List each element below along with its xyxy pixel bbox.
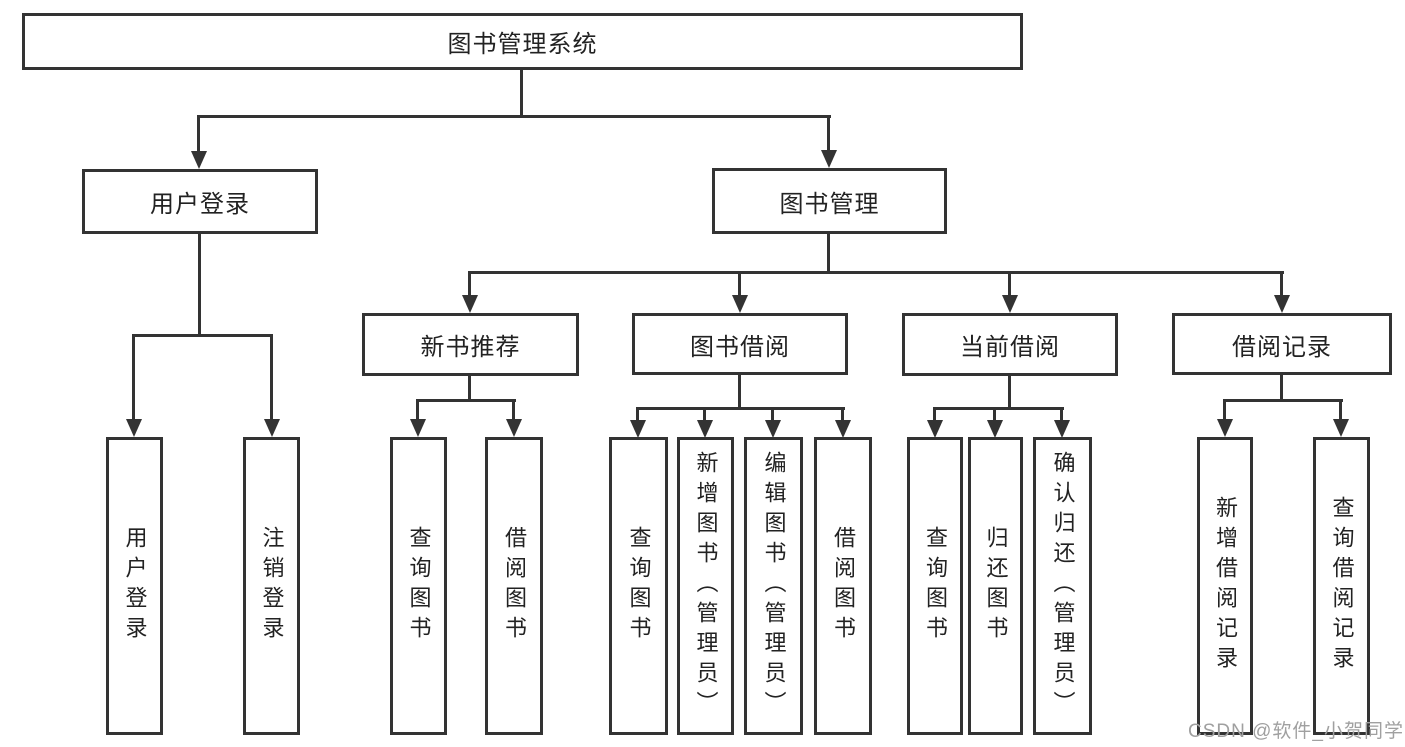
edge-line — [1280, 375, 1283, 402]
edge-line — [270, 334, 273, 421]
leaf-query-borrow-record: 查询借阅记录 — [1313, 437, 1370, 735]
node-label: 用户登录 — [150, 191, 250, 218]
edge-line — [198, 115, 831, 118]
edge-arrowhead — [697, 420, 713, 438]
edge-arrowhead — [126, 419, 142, 437]
edge-line — [1223, 399, 1226, 421]
edge-arrowhead — [1333, 419, 1349, 437]
edge-arrowhead — [927, 420, 943, 438]
leaf-label: 查询借阅记录 — [1329, 496, 1355, 676]
edge-arrowhead — [410, 419, 426, 437]
node-borrow-record: 借阅记录 — [1172, 313, 1392, 375]
edge-line — [468, 271, 1284, 274]
edge-line — [468, 376, 471, 402]
edge-arrowhead — [987, 420, 1003, 438]
leaf-label: 归还图书 — [983, 526, 1009, 646]
leaf-recommend-borrow-book: 借阅图书 — [485, 437, 543, 735]
csdn-watermark: CSDN @软件_小贺同学 — [1188, 721, 1404, 742]
edge-arrowhead — [191, 151, 207, 169]
edge-line — [827, 234, 830, 274]
node-label: 新书推荐 — [420, 334, 521, 361]
leaf-current-query-book: 查询图书 — [907, 437, 963, 735]
edge-line — [416, 399, 419, 421]
edge-arrowhead — [630, 420, 646, 438]
edge-line — [993, 407, 996, 421]
edge-line — [512, 399, 515, 421]
leaf-label: 新增图书（管理员） — [693, 451, 719, 721]
edge-arrowhead — [1217, 419, 1233, 437]
edge-line — [933, 407, 1064, 410]
leaf-add-borrow-record: 新增借阅记录 — [1197, 437, 1253, 735]
edge-line — [771, 407, 774, 421]
leaf-return-book: 归还图书 — [968, 437, 1023, 735]
leaf-label: 查询图书 — [406, 526, 432, 646]
leaf-recommend-query-book: 查询图书 — [390, 437, 447, 735]
node-book-management: 图书管理 — [712, 168, 947, 234]
node-label: 图书借阅 — [690, 333, 790, 361]
leaf-logout: 注销登录 — [243, 437, 300, 735]
edge-arrowhead — [506, 419, 522, 437]
edge-line — [132, 334, 135, 421]
node-current-borrow: 当前借阅 — [902, 313, 1118, 376]
leaf-borrow-query-book: 查询图书 — [609, 437, 668, 735]
leaf-edit-book-admin: 编辑图书（管理员） — [744, 437, 803, 735]
edge-line — [416, 399, 516, 402]
leaf-label: 编辑图书（管理员） — [761, 451, 787, 721]
edge-line — [1060, 407, 1063, 421]
edge-line — [827, 115, 830, 153]
edge-line — [1223, 399, 1343, 402]
node-root-system: 图书管理系统 — [22, 13, 1023, 70]
node-label: 图书管理 — [779, 190, 880, 218]
edge-line — [1008, 376, 1011, 410]
edge-arrowhead — [821, 150, 837, 168]
edge-line — [1280, 271, 1283, 297]
leaf-confirm-return-admin: 确认归还（管理员） — [1033, 437, 1092, 735]
edge-line — [197, 115, 200, 154]
edge-arrowhead — [765, 420, 781, 438]
leaf-label: 查询图书 — [626, 526, 652, 646]
edge-line — [841, 407, 844, 421]
edge-arrowhead — [264, 419, 280, 437]
edge-arrowhead — [1002, 295, 1018, 313]
edge-line — [468, 271, 471, 297]
leaf-borrow-book: 借阅图书 — [814, 437, 872, 735]
edge-arrowhead — [1054, 420, 1070, 438]
node-new-book-recommend: 新书推荐 — [362, 313, 579, 376]
edge-line — [703, 407, 706, 421]
node-label: 借阅记录 — [1232, 333, 1332, 361]
node-book-borrow: 图书借阅 — [632, 313, 848, 375]
edge-line — [198, 234, 201, 337]
edge-line — [1339, 399, 1342, 421]
leaf-label: 查询图书 — [923, 526, 948, 646]
leaf-label: 借阅图书 — [831, 526, 856, 646]
edge-line — [520, 69, 523, 118]
leaf-label: 用户登录 — [122, 526, 148, 646]
edge-arrowhead — [732, 295, 748, 313]
edge-line — [933, 407, 936, 421]
leaf-label: 借阅图书 — [502, 526, 527, 646]
edge-line — [636, 407, 845, 410]
leaf-label: 注销登录 — [259, 526, 285, 646]
edge-arrowhead — [1274, 295, 1290, 313]
edge-line — [738, 375, 741, 410]
edge-line — [132, 334, 273, 337]
leaf-label: 确认归还（管理员） — [1050, 451, 1076, 721]
edge-arrowhead — [835, 420, 851, 438]
node-label: 当前借阅 — [960, 334, 1060, 361]
leaf-add-book-admin: 新增图书（管理员） — [677, 437, 734, 735]
leaf-user-login: 用户登录 — [106, 437, 163, 735]
edge-line — [1008, 271, 1011, 297]
edge-line — [636, 407, 639, 421]
leaf-label: 新增借阅记录 — [1213, 496, 1238, 676]
node-label: 图书管理系统 — [447, 31, 598, 58]
node-user-login: 用户登录 — [82, 169, 318, 234]
edge-line — [738, 271, 741, 297]
edge-arrowhead — [462, 295, 478, 313]
